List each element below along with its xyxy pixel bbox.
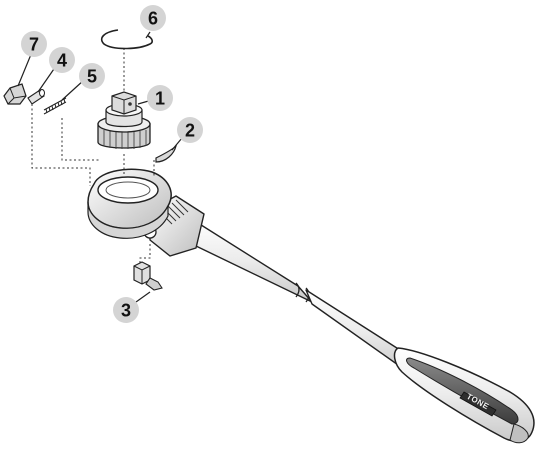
head-socket-inner xyxy=(105,181,151,199)
callout-badge-2: 2 xyxy=(177,117,203,143)
spring-part xyxy=(43,97,67,115)
head-socket-opening xyxy=(97,176,159,204)
callout-label-6: 6 xyxy=(148,9,158,29)
callout-label-7: 7 xyxy=(29,35,39,55)
callout-badge-7: 7 xyxy=(21,31,47,57)
head-side-wall xyxy=(87,201,169,239)
callout-label-3: 3 xyxy=(121,301,131,321)
snap-ring-part xyxy=(100,29,153,50)
callout-label-4: 4 xyxy=(57,51,67,71)
handle-end-cap xyxy=(509,423,529,444)
leader-lines xyxy=(17,31,183,303)
wrench-shaft-upper xyxy=(189,217,313,303)
callout-badge-5: 5 xyxy=(79,63,105,89)
wrench-shaft-lower xyxy=(305,289,409,373)
reversing-lever-part xyxy=(133,261,163,291)
callout-label-5: 5 xyxy=(87,67,97,87)
callout-badge-4: 4 xyxy=(49,47,75,73)
drive-head-part xyxy=(97,91,151,149)
callout-badge-3: 3 xyxy=(113,297,139,323)
ratchet-wrench: TONE xyxy=(87,168,535,444)
pin-part xyxy=(27,89,45,105)
brand-plate xyxy=(459,391,497,417)
callout-badge-1: 1 xyxy=(147,85,173,111)
callout-label-1: 1 xyxy=(155,89,165,109)
release-button-part xyxy=(3,83,27,105)
callout-label-2: 2 xyxy=(185,121,195,141)
callout-badge-6: 6 xyxy=(140,5,166,31)
